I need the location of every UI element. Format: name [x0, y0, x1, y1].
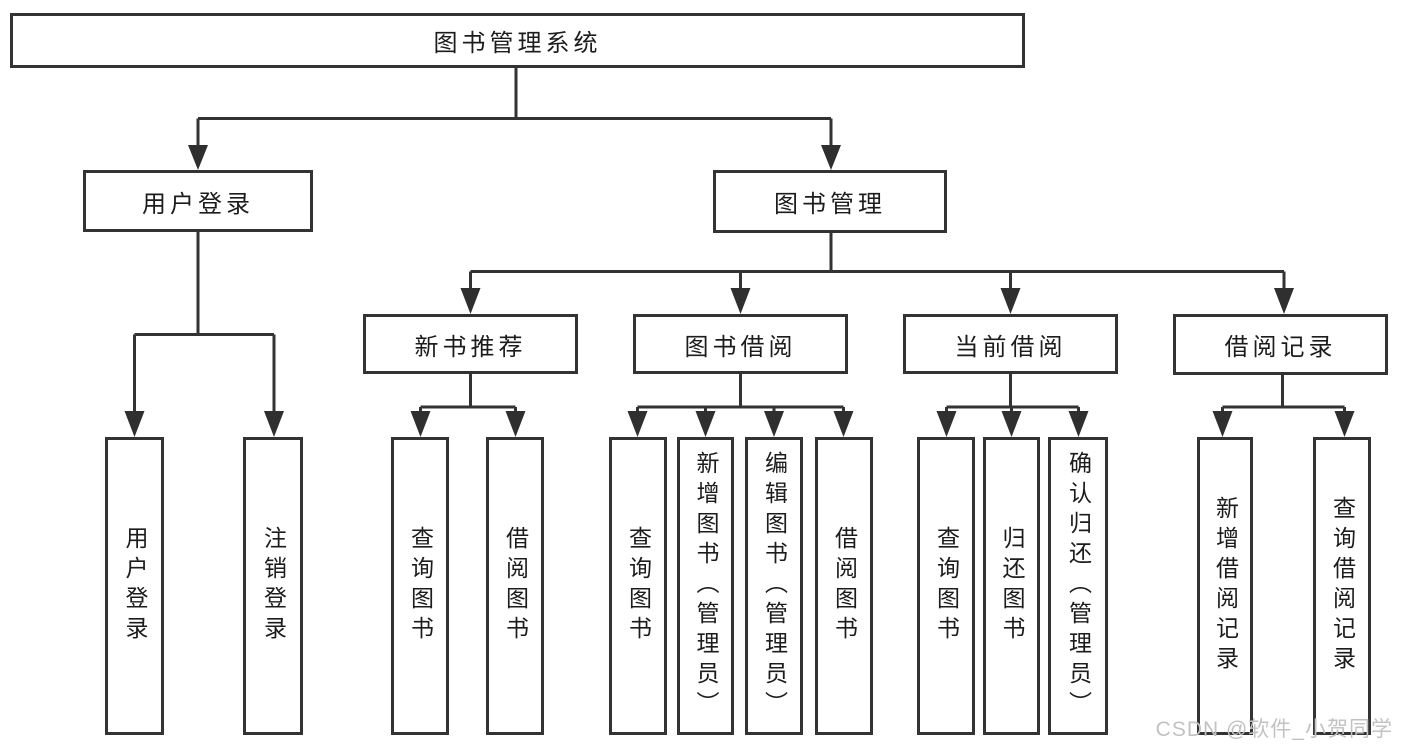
leaf-edit-books-admin: 编辑图书（管理员）	[745, 437, 803, 735]
arrowhead-down-icon	[1212, 411, 1233, 437]
node-current-borrowing-label: 当前借阅	[954, 333, 1067, 361]
connector-current-borrow	[945, 374, 1080, 412]
node-borrowing-records: 借阅记录	[1173, 314, 1388, 375]
node-user-login: 用户登录	[83, 170, 313, 232]
leaf-label: 查询图书	[625, 526, 652, 646]
leaf-query-books-2: 查询图书	[609, 437, 667, 735]
connector-new-book-rec	[419, 374, 517, 412]
arrowhead-down-icon	[1068, 411, 1089, 437]
arrowhead-down-icon	[627, 411, 648, 437]
connector-book-borrow	[636, 374, 845, 412]
arrowhead-down-icon	[124, 411, 145, 437]
leaf-query-books-3: 查询图书	[917, 437, 975, 735]
arrowhead-down-icon	[505, 411, 526, 437]
arrowhead-down-icon	[764, 411, 784, 437]
arrowhead-down-icon	[460, 288, 481, 314]
leaf-add-borrow-record: 新增借阅记录	[1197, 437, 1253, 735]
node-book-management-label: 图书管理	[774, 191, 886, 218]
leaf-label: 借阅图书	[831, 526, 858, 646]
arrowhead-down-icon	[821, 145, 841, 170]
node-book-borrowing: 图书借阅	[633, 314, 848, 374]
leaf-return-books: 归还图书	[983, 437, 1040, 735]
node-book-management: 图书管理	[713, 170, 947, 233]
leaf-borrow-books-2: 借阅图书	[815, 437, 873, 735]
leaf-label: 注销登录	[260, 526, 287, 646]
csdn-watermark: CSDN @软件_小贺同学	[1155, 718, 1393, 741]
connector-root	[196, 68, 833, 146]
leaf-label: 确认归还（管理员）	[1065, 451, 1092, 721]
arrowhead-down-icon	[730, 288, 751, 314]
connector-borrow-records	[1221, 374, 1346, 412]
arrowhead-down-icon	[936, 411, 957, 437]
node-borrowing-records-label: 借阅记录	[1224, 334, 1337, 361]
leaf-label: 查询借阅记录	[1329, 496, 1356, 676]
node-new-book-recommendation: 新书推荐	[363, 314, 578, 374]
leaf-user-login: 用户登录	[105, 437, 164, 735]
leaf-label: 编辑图书（管理员）	[761, 451, 788, 721]
leaf-add-books-admin: 新增图书（管理员）	[677, 437, 734, 735]
node-root: 图书管理系统	[10, 13, 1025, 68]
leaf-query-books-1: 查询图书	[391, 437, 449, 735]
leaf-label: 新增借阅记录	[1212, 496, 1239, 676]
leaf-label: 查询图书	[407, 526, 434, 646]
arrowhead-down-icon	[695, 411, 716, 437]
node-root-label: 图书管理系统	[433, 30, 602, 57]
leaf-query-borrow-record: 查询借阅记录	[1313, 437, 1371, 735]
node-current-borrowing: 当前借阅	[903, 314, 1118, 374]
arrowhead-down-icon	[1001, 411, 1022, 437]
connector-user-login	[133, 232, 276, 412]
arrowhead-down-icon	[410, 411, 431, 437]
node-new-book-recommendation-label: 新书推荐	[414, 333, 527, 361]
arrowhead-down-icon	[1334, 411, 1355, 437]
leaf-confirm-return-admin: 确认归还（管理员）	[1048, 437, 1108, 735]
leaf-label: 用户登录	[122, 526, 148, 646]
leaf-logout: 注销登录	[243, 437, 303, 735]
arrowhead-down-icon	[1000, 288, 1021, 314]
node-book-borrowing-label: 图书借阅	[684, 333, 797, 361]
arrowhead-down-icon	[833, 411, 854, 437]
leaf-label: 查询图书	[933, 526, 960, 646]
arrowhead-down-icon	[264, 411, 284, 437]
arrowhead-down-icon	[1274, 288, 1294, 314]
leaf-label: 借阅图书	[502, 526, 529, 646]
connector-book-management	[469, 233, 1286, 289]
arrowhead-down-icon	[188, 145, 208, 170]
leaf-label: 新增图书（管理员）	[693, 451, 719, 721]
node-user-login-label: 用户登录	[142, 190, 254, 218]
leaf-label: 归还图书	[999, 526, 1025, 646]
leaf-borrow-books-1: 借阅图书	[486, 437, 544, 735]
